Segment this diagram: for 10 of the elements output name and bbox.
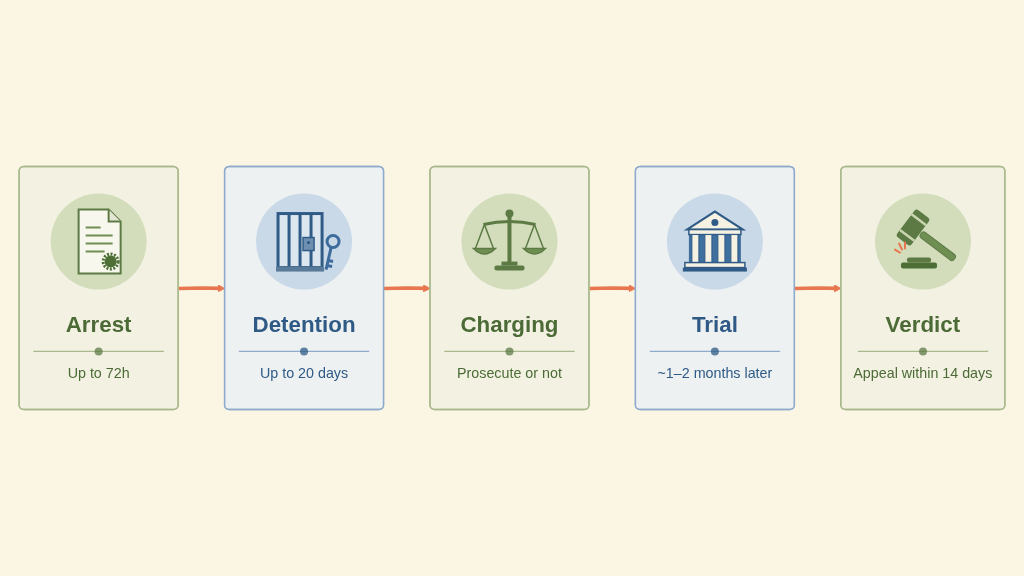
step-title: Arrest — [65, 311, 132, 337]
step-title: Trial — [691, 311, 738, 337]
step-note: Appeal within 14 days — [853, 364, 993, 383]
step-note: Prosecute or not — [457, 364, 562, 383]
step-note: ~1–2 months later — [657, 364, 773, 383]
step-note: Up to 20 days — [259, 364, 349, 383]
step-title: Charging — [460, 311, 559, 337]
step-title: Verdict — [885, 311, 961, 337]
step-note: Up to 72h — [67, 364, 130, 383]
step-title: Detention — [252, 311, 356, 337]
